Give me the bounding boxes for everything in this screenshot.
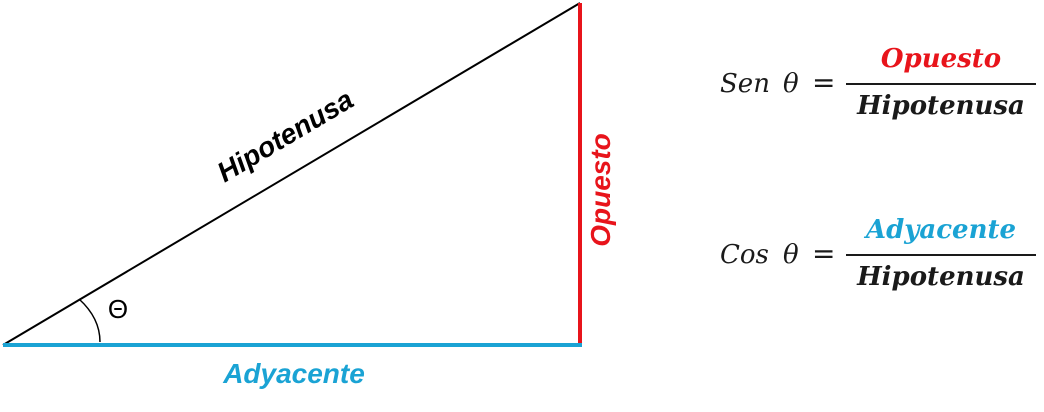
sine-numerator: Opuesto [881, 44, 1001, 74]
sine-theta-symbol: θ [783, 69, 799, 99]
sine-equals-sign: = [812, 66, 835, 99]
cosine-numerator: Adyacente [863, 215, 1016, 245]
cosine-denominator: Hipotenusa [856, 262, 1025, 292]
cosine-theta-symbol: θ [783, 240, 799, 270]
cosine-equals-sign: = [812, 237, 835, 270]
angle-label: Θ [108, 294, 128, 324]
sine-formula: Sen θ = Opuesto Hipotenusa [720, 44, 1036, 121]
angle-arc [78, 298, 101, 343]
adjacent-label: Adyacente [222, 358, 365, 389]
right-triangle [2, 2, 582, 347]
hypotenuse-label: Hipotenusa [212, 84, 359, 188]
opposite-label: Opuesto [585, 133, 616, 247]
sine-function-name: Sen [720, 69, 770, 99]
cosine-function-name: Cos [720, 240, 769, 270]
hypotenuse-line [2, 2, 581, 346]
cosine-formula: Cos θ = Adyacente Hipotenusa [720, 215, 1036, 292]
sine-denominator: Hipotenusa [856, 91, 1025, 121]
